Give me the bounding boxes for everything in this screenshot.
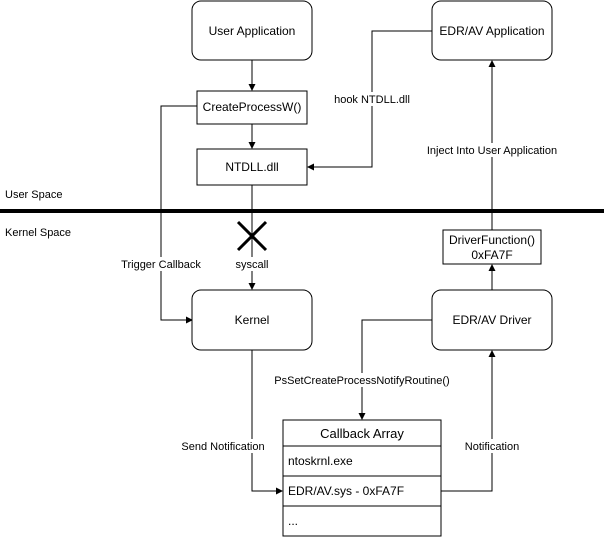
node-ntdll: NTDLL.dll [196,148,308,186]
edge-notification [441,357,493,492]
callback-array-row: ntoskrnl.exe [288,454,353,468]
label-bg [461,439,523,453]
callback-array-row: EDR/AV.sys - 0xFA7F [288,484,404,498]
callback-array: Callback Array ntoskrnl.exe EDR/AV.sys -… [282,419,442,537]
label-bg [233,257,271,271]
node-edr-application-label: EDR/AV Application [439,24,544,38]
edge-label-trigger-callback: Trigger Callback [121,259,201,271]
label-bg [120,257,204,271]
node-ntdll-label: NTDLL.dll [225,160,278,174]
node-kernel-label: Kernel [235,313,270,327]
edge-label-notification: Notification [465,441,519,453]
label-bg [333,92,411,106]
arrowhead [186,316,193,324]
callback-array-row: ... [288,514,298,528]
node-createprocessw: CreateProcessW() [196,90,308,125]
edge-label-inject: Inject Into User Application [427,145,557,157]
arrowhead [307,163,314,171]
label-bg [424,143,560,157]
node-createprocessw-label: CreateProcessW() [203,100,302,114]
callback-array-title: Callback Array [320,426,404,441]
node-edr-driver: EDR/AV Driver [431,289,553,351]
arrowhead [488,350,496,357]
node-user-application: User Application [191,0,313,61]
arrowhead [248,84,256,91]
node-user-application-label: User Application [209,24,296,38]
arrowhead [248,142,256,149]
arrowhead [276,487,283,495]
node-driver-function: DriverFunction() 0xFA7F [442,229,542,265]
edge-label-send-notification: Send Notification [181,441,264,453]
edge-label-ps-notify: PsSetCreateProcessNotifyRoutine() [274,375,449,387]
edge-send-notification [251,350,276,492]
edge-trigger-callback [160,105,197,321]
edge-ps-notify [361,319,432,413]
node-driver-function-line2: 0xFA7F [471,248,512,262]
arrowhead [488,60,496,67]
node-edr-driver-label: EDR/AV Driver [452,313,531,327]
edge-label-syscall: syscall [235,259,268,271]
node-driver-function-line1: DriverFunction() [449,233,535,247]
label-bg [274,373,450,387]
label-bg [180,439,266,453]
user-space-label: User Space [5,189,62,201]
arrowhead [248,283,256,290]
node-kernel: Kernel [191,289,313,351]
arrowhead [488,264,496,271]
edge-label-hook: hook NTDLL.dll [334,94,410,106]
node-edr-application: EDR/AV Application [431,0,553,61]
arrowhead [358,413,366,420]
blocked-x-icon [236,220,268,252]
kernel-space-label: Kernel Space [5,227,71,239]
